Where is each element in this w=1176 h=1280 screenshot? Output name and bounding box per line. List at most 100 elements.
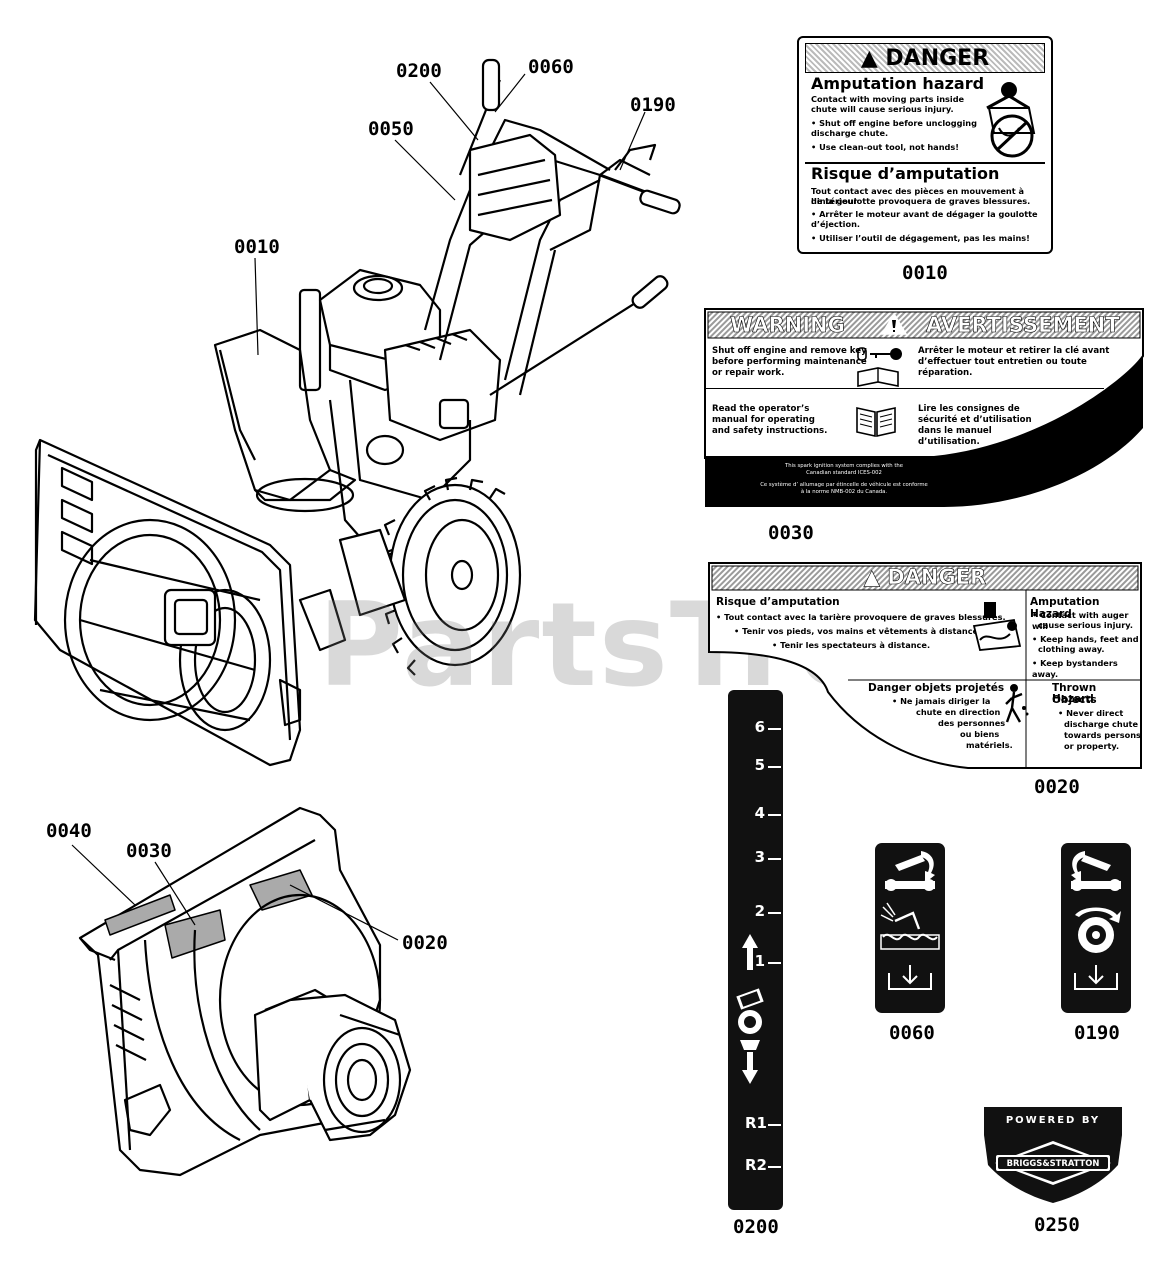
- fr-bullet1a: • Arrêter le moteur avant de dégager la …: [811, 209, 1038, 219]
- fr-bullet2: • Utiliser l’outil de dégagement, pas le…: [811, 233, 1030, 243]
- en1a: Shut off engine and remove key: [712, 346, 867, 356]
- callout-0200-top: 0200: [396, 60, 442, 82]
- fr-l1-0020: • Tout contact avec la tarière provoquer…: [716, 612, 1006, 622]
- fr-l3-0020: • Tenir les spectateurs à distance.: [772, 640, 931, 650]
- callout-0200-decal: 0200: [733, 1216, 779, 1238]
- callout-0250-decal: 0250: [1034, 1214, 1080, 1236]
- fr-title: Risque d’amputation: [811, 164, 1000, 183]
- gear-tick: [768, 912, 781, 914]
- danger-header-0020: ▲ DANGER: [863, 565, 987, 590]
- fr2-l1: • Ne jamais diriger la: [892, 696, 991, 706]
- warning-header-left: WARNING: [730, 313, 845, 338]
- en-bullet1b: discharge chute.: [811, 128, 889, 138]
- drive-control-decal-0190: [1061, 843, 1131, 1013]
- fr2-l4: ou biens: [960, 729, 1000, 739]
- fr1a: Arrêter le moteur et retirer la clé avan…: [918, 346, 1110, 356]
- en-title: Amputation hazard: [811, 74, 985, 93]
- fr-title-0020: Risque d’amputation: [716, 596, 840, 608]
- fr2-l5: matériels.: [966, 740, 1013, 750]
- callout-0190-top: 0190: [630, 94, 676, 116]
- fr1b: d’effectuer tout entretien ou toute répa…: [918, 357, 1087, 378]
- en2b: manual for operating: [712, 415, 815, 425]
- callout-0040: 0040: [46, 820, 92, 842]
- fr2-l3: des personnes: [938, 718, 1006, 728]
- callout-0030-housing: 0030: [126, 840, 172, 862]
- leader-lines-top: [254, 73, 646, 356]
- callout-0030-decal: 0030: [768, 522, 814, 544]
- fr2b: sécurité et d’utilisation: [918, 415, 1032, 425]
- divider: [805, 162, 1045, 164]
- fr2-l2: chute en direction: [916, 707, 1001, 717]
- briggs-brand-text: BRIGGS&STRATTON: [1006, 1158, 1100, 1168]
- en-l2a-0020: • Keep hands, feet and: [1032, 634, 1139, 644]
- briggs-logo-shape: [984, 1107, 1122, 1203]
- callout-0020-housing: 0020: [402, 932, 448, 954]
- briggs-stratton-decal-0250: POWERED BY BRIGGS&STRATTON: [980, 1105, 1126, 1205]
- danger-decal-0020: ▲ DANGER Risque d’amputation • Tout cont…: [708, 562, 1142, 770]
- gear-tick: [768, 962, 781, 964]
- gear-tick: [768, 1166, 781, 1168]
- gear-6: 6: [754, 718, 765, 736]
- chute-hand-hazard-icon: [986, 82, 1036, 158]
- danger-header: ▲ DANGER: [860, 46, 990, 71]
- danger-header-band: ▲ DANGER: [805, 43, 1045, 73]
- en1c: or repair work.: [712, 368, 785, 378]
- housing-closeup-illustration: [78, 806, 412, 1177]
- gear-r1: R1: [745, 1114, 767, 1132]
- callout-0060-top: 0060: [528, 56, 574, 78]
- small2b: à la norme NMB-002 du Canada.: [800, 489, 888, 495]
- forward-reverse-icon: [736, 934, 764, 1084]
- warning-decal-shape: [704, 308, 1144, 507]
- en2a: Read the operator’s: [712, 404, 810, 414]
- en2-title-b: Hazard: [1052, 693, 1094, 705]
- danger-decal-shape: [708, 562, 1142, 769]
- callout-0020-decal: 0020: [1034, 776, 1080, 798]
- warning-decal-0030: WARNING AVERTISSEMENT Shut off engine an…: [704, 308, 1144, 508]
- lever-auger-icon: [880, 851, 940, 990]
- fr2-title-0020: Danger objets projetés: [868, 682, 1005, 694]
- manual-book-icon: [856, 407, 896, 437]
- powered-by-text: POWERED BY: [1005, 1115, 1101, 1126]
- fr-line2: de la goulotte provoquera de graves bles…: [811, 196, 1031, 206]
- en2-l3: towards persons: [1064, 730, 1141, 740]
- warning-divider: [704, 388, 1104, 389]
- fr2d: d’utilisation.: [918, 437, 980, 447]
- gear-3: 3: [754, 848, 765, 866]
- en1b: before performing maintenance: [712, 357, 867, 367]
- fr2c: dans le manuel: [918, 426, 992, 436]
- leader-lines-housing: [71, 844, 399, 941]
- callout-0060-decal: 0060: [889, 1022, 935, 1044]
- en-l1a-0020: • Contact with auger will: [1032, 610, 1129, 631]
- thrown-object-icon: [1005, 684, 1029, 723]
- en2-title-a: Thrown Objects: [1052, 682, 1097, 706]
- danger-decal-0010: ▲ DANGER Amputation hazard Contact with …: [797, 36, 1053, 254]
- gear-tick: [768, 1124, 781, 1126]
- en2c: and safety instructions.: [712, 426, 828, 436]
- warning-header-right: AVERTISSEMENT: [926, 313, 1120, 338]
- en-bullet1a: • Shut off engine before unclogging: [811, 118, 977, 128]
- en-line2: chute will cause serious injury.: [811, 104, 954, 114]
- gear-4: 4: [754, 804, 765, 822]
- gear-r2: R2: [745, 1156, 767, 1174]
- fr-line1: Tout contact avec des pièces en mouvemen…: [811, 186, 1024, 206]
- auger-control-decal-0060: [875, 843, 945, 1013]
- gear-tick: [768, 766, 781, 768]
- auger-hand-icon: [972, 602, 1022, 651]
- en-bullet2: • Use clean-out tool, not hands!: [811, 142, 959, 152]
- fr-bullet1b: d’éjection.: [811, 219, 861, 229]
- small1b: Canadian standard ICES-002: [806, 470, 882, 476]
- en-title-0020: Amputation Hazard: [1030, 596, 1100, 620]
- shift-strip-0200: 6 5 4 3 2 1 R1 R2: [728, 690, 783, 1210]
- en-line1: Contact with moving parts inside: [811, 94, 965, 104]
- gear-tick: [768, 814, 781, 816]
- small2a: Ce système d’ allumage par étincelle de …: [760, 482, 928, 488]
- callout-0050: 0050: [368, 118, 414, 140]
- callout-0010-decal: 0010: [902, 262, 948, 284]
- gear-tick: [768, 858, 781, 860]
- gear-5: 5: [754, 756, 765, 774]
- en-l3-0020: • Keep bystanders away.: [1032, 658, 1118, 679]
- callout-0190-decal: 0190: [1074, 1022, 1120, 1044]
- en2-l1: • Never direct: [1058, 708, 1124, 718]
- snowblower-illustration: [33, 58, 681, 767]
- en2-l4: or property.: [1064, 741, 1120, 751]
